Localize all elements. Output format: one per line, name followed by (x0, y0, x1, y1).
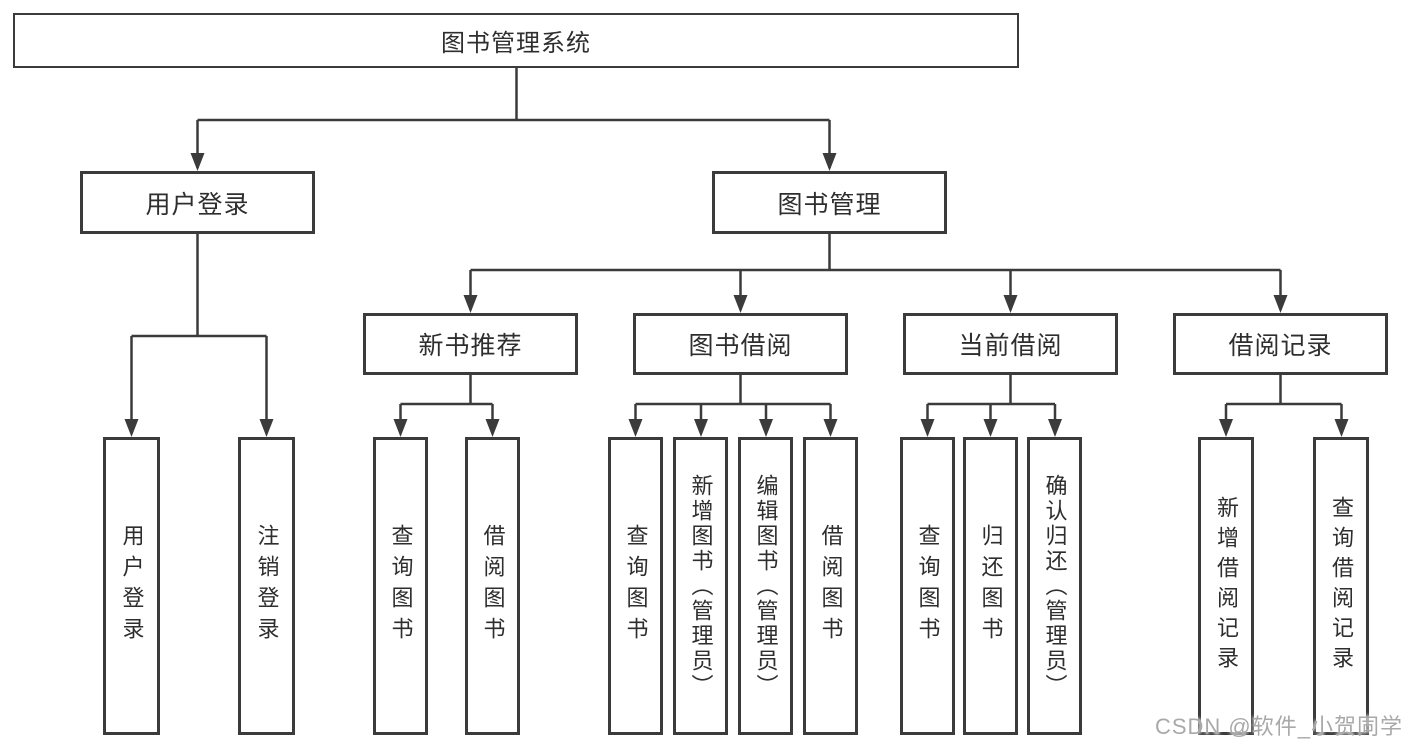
leaf-node-query-books-3: 查询图书 (900, 437, 955, 735)
arrowheads (124, 153, 1349, 437)
leaf-node-add-book-admin: 新增图书（管理员） (673, 437, 728, 735)
leaf-node-confirm-return-admin: 确认归还（管理员） (1027, 437, 1082, 735)
section-node-borrow-record: 借阅记录 (1173, 313, 1388, 375)
leaf-node-borrow-books-2: 借阅图书 (803, 437, 858, 735)
root-node-system-title: 图书管理系统 (13, 13, 1019, 68)
leaf-node-edit-book-admin: 编辑图书（管理员） (738, 437, 793, 735)
leaf-node-query-books-2: 查询图书 (608, 437, 663, 735)
section-node-book-borrow: 图书借阅 (633, 313, 848, 375)
leaf-node-add-borrow-record: 新增借阅记录 (1198, 437, 1254, 735)
leaf-node-user-login: 用户登录 (103, 437, 160, 735)
csdn-watermark: CSDN @软件_小贺同学 (1154, 714, 1403, 739)
leaf-node-query-borrow-record: 查询借阅记录 (1313, 437, 1369, 735)
section-node-new-book-recommend: 新书推荐 (363, 313, 578, 375)
leaf-node-borrow-books-1: 借阅图书 (465, 437, 520, 735)
branch-node-user-login: 用户登录 (80, 171, 315, 234)
branch-node-book-management: 图书管理 (712, 171, 947, 234)
leaf-node-return-book: 归还图书 (963, 437, 1018, 735)
leaf-node-query-books-1: 查询图书 (373, 437, 428, 735)
section-node-current-borrow: 当前借阅 (903, 313, 1118, 375)
leaf-node-logout: 注销登录 (238, 437, 295, 735)
